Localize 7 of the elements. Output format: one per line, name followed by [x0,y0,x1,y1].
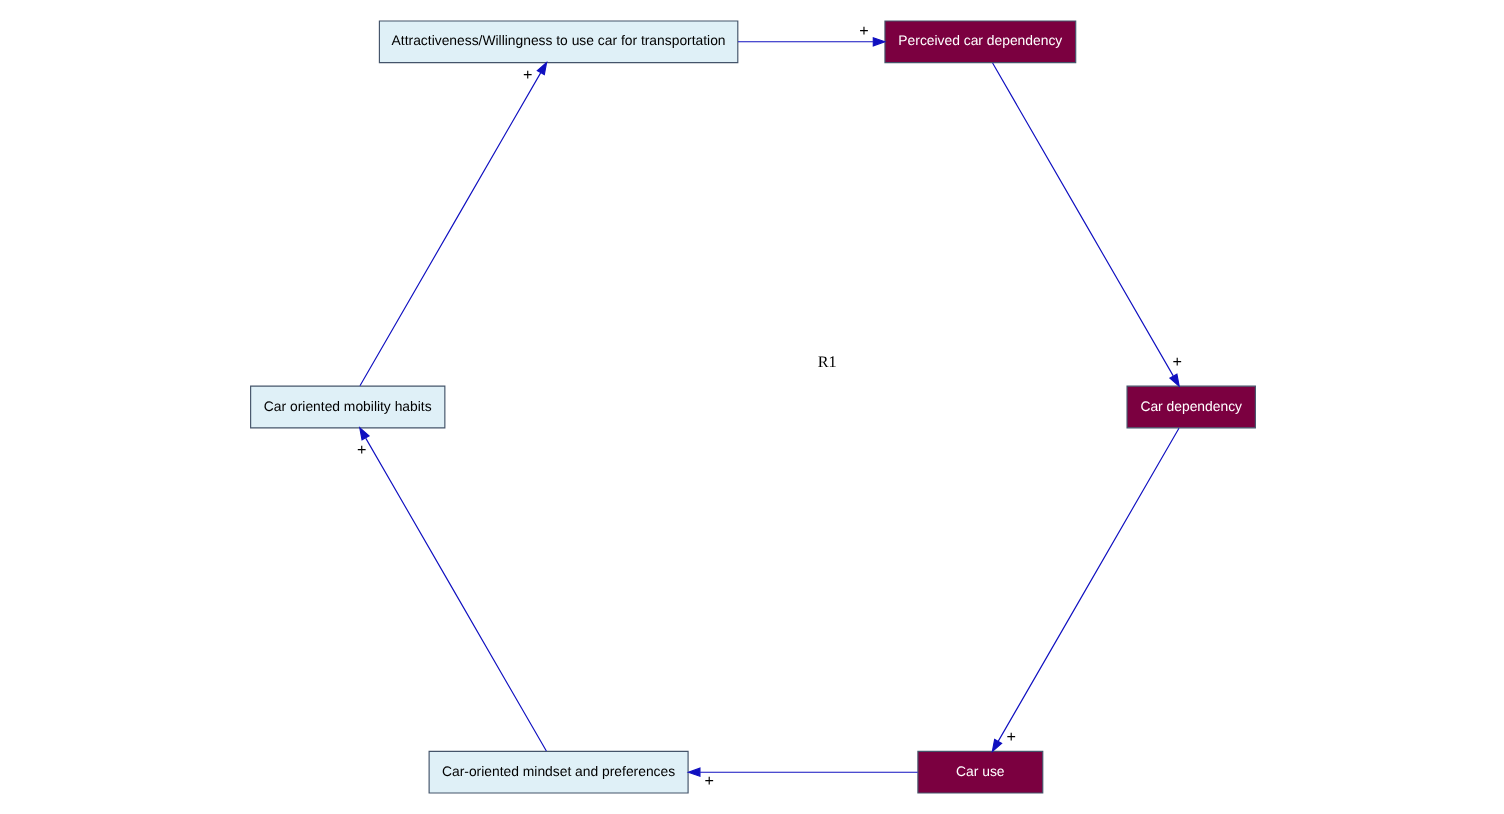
label: R1 [816,353,836,372]
arrow [990,427,1179,753]
arrow [991,62,1180,388]
arrow [358,61,547,387]
arrow [685,767,918,778]
arrow [357,426,546,752]
arrow [736,36,886,47]
